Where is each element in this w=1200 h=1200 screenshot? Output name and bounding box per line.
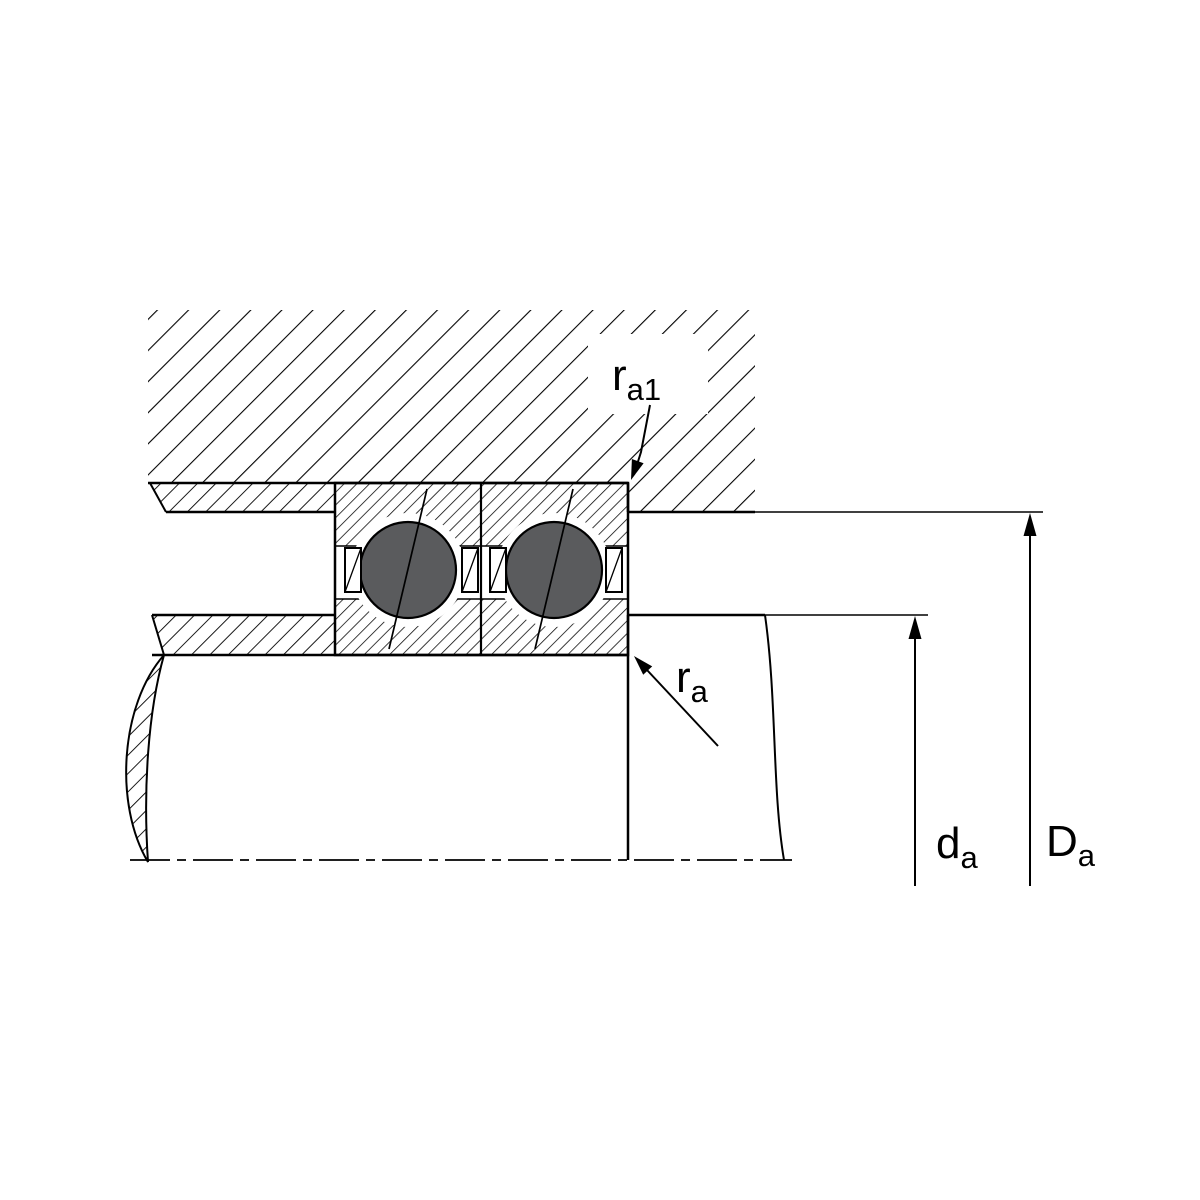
Da-label: Da	[1046, 817, 1096, 873]
housing-spacer	[149, 482, 335, 514]
cage-hatch-lines	[344, 547, 623, 593]
contact-angle-line-left	[388, 488, 428, 650]
ra-label: ra	[676, 653, 709, 709]
ra-leader-line	[646, 669, 719, 747]
ra1-arrowhead	[631, 459, 644, 480]
shaft-section	[125, 613, 785, 863]
housing-section	[148, 310, 755, 514]
shaft-shoulder-outline	[626, 613, 765, 860]
housing-spacer-hatch	[150, 483, 335, 512]
shaft-spacer-end-line	[151, 614, 165, 656]
da-label: da	[936, 819, 978, 875]
ra1-label-gap	[588, 334, 708, 414]
Da-arrowhead	[1023, 513, 1037, 536]
shaft-spacer-hatch	[152, 615, 335, 655]
bearing-pair	[333, 481, 630, 657]
contact-angle-line-right	[534, 488, 574, 650]
da-arrowhead	[908, 616, 922, 639]
dimensions: da Da ra1 ra	[130, 351, 1096, 886]
ra-arrowhead	[634, 656, 653, 675]
shaft-break-curve	[764, 614, 785, 861]
shaft-break-lens	[125, 654, 165, 863]
housing-spacer-end-line	[149, 482, 167, 513]
cage-sections	[344, 547, 623, 593]
ra1-label: ra1	[612, 351, 661, 407]
